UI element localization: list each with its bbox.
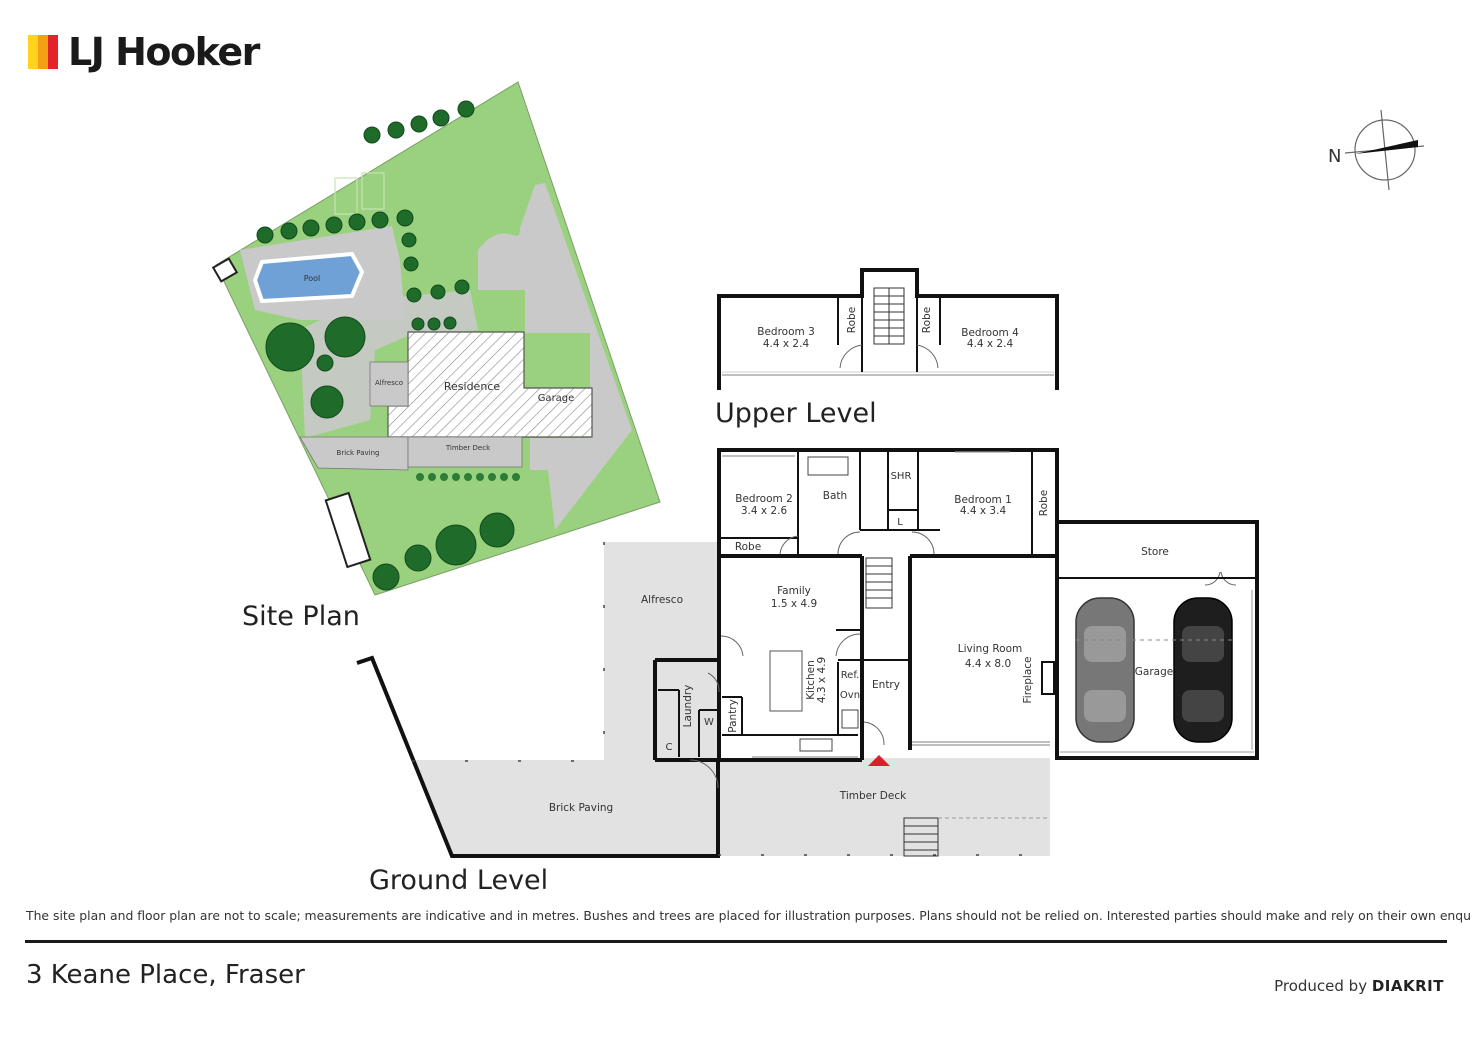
brand-logo: LJ Hooker xyxy=(28,30,260,74)
bath-label: Bath xyxy=(823,490,847,502)
brick-paving-area xyxy=(412,760,718,856)
timber-deck-label: Timber Deck xyxy=(839,790,907,802)
site-shrubs xyxy=(416,473,520,481)
interior-walls xyxy=(658,450,1033,757)
site-bed-1 xyxy=(334,177,358,215)
lj-hooker-bars-icon xyxy=(28,35,58,69)
property-address: 3 Keane Place, Fraser xyxy=(26,960,305,990)
kitchen-sink xyxy=(799,738,833,752)
site-bed-2 xyxy=(361,172,385,210)
family-name: Family xyxy=(777,585,811,597)
compass-icon: N xyxy=(1328,109,1425,191)
entry-label: Entry xyxy=(872,679,900,691)
producer-name: DIAKRIT xyxy=(1371,977,1444,995)
fireplace-label: Fireplace xyxy=(1022,657,1034,704)
w-label: W xyxy=(704,717,714,728)
ground-level: Alfresco Brick Paving Timber Deck xyxy=(356,448,1259,896)
site-plan: Pool Residence Garage Alfresco Brick Pav… xyxy=(211,81,661,632)
laundry-label: Laundry xyxy=(682,685,694,728)
site-brick-paving-label: Brick Paving xyxy=(337,449,380,457)
bath-tub xyxy=(807,456,849,476)
ground-stairs xyxy=(865,557,893,609)
site-residence-label: Residence xyxy=(444,380,500,393)
site-brick-paving xyxy=(299,436,409,471)
site-plan-title: Site Plan xyxy=(242,601,360,632)
ground-level-title: Ground Level xyxy=(369,865,548,896)
site-timber-deck-label: Timber Deck xyxy=(445,444,491,452)
site-alfresco xyxy=(369,361,409,407)
site-trees xyxy=(256,100,515,591)
produced-by-label: Produced by xyxy=(1274,977,1368,995)
site-timber-deck xyxy=(407,436,523,468)
car-black-icon xyxy=(1173,597,1233,743)
ref-label: Ref. xyxy=(841,670,860,681)
bedroom2-dims: 3.4 x 2.6 xyxy=(741,505,788,517)
shr-label: SHR xyxy=(891,471,912,482)
upper-stairs xyxy=(873,287,905,345)
site-alfresco-label: Alfresco xyxy=(375,379,403,387)
kitchen-name: Kitchen xyxy=(805,660,817,699)
bedroom2-name: Bedroom 2 xyxy=(735,493,793,505)
floor-plan-drawing: Pool Residence Garage Alfresco Brick Pav… xyxy=(211,81,1425,896)
brick-paving-label: Brick Paving xyxy=(549,802,613,814)
timber-deck-area xyxy=(718,758,1050,856)
bedroom1-name: Bedroom 1 xyxy=(954,494,1012,506)
pool xyxy=(252,251,365,304)
cooktop xyxy=(841,709,859,729)
upper-bedroom4-name: Bedroom 4 xyxy=(961,327,1019,339)
deck-steps xyxy=(903,817,939,857)
compass-north-label: N xyxy=(1328,146,1341,167)
upper-level-title: Upper Level xyxy=(715,398,877,429)
garage-label: Garage xyxy=(1135,666,1173,678)
c-label: C xyxy=(666,742,673,753)
upper-robe-right: Robe xyxy=(921,307,933,333)
produced-by: Produced by DIAKRIT xyxy=(1274,977,1444,995)
upper-bedroom3-name: Bedroom 3 xyxy=(757,326,815,338)
footer-divider xyxy=(25,940,1447,943)
entry-marker-icon xyxy=(868,755,890,766)
robe-bedroom1: Robe xyxy=(1038,490,1050,516)
upper-level: Bedroom 3 4.4 x 2.4 Bedroom 4 4.4 x 2.4 … xyxy=(715,268,1059,429)
upper-walls xyxy=(717,268,1059,390)
kitchen-dims: 4.3 x 4.9 xyxy=(816,657,828,703)
site-pool-label: Pool xyxy=(304,274,321,283)
ovn-label: Ovn xyxy=(840,690,860,701)
alfresco-label: Alfresco xyxy=(641,594,683,606)
store-label: Store xyxy=(1141,546,1169,558)
fireplace-box xyxy=(1041,661,1055,695)
brand-name: LJ Hooker xyxy=(68,30,260,74)
living-dims: 4.4 x 8.0 xyxy=(965,658,1011,670)
driveway xyxy=(478,183,632,530)
store-garage-walls xyxy=(1055,520,1259,760)
alfresco-area xyxy=(604,542,718,760)
disclaimer: The site plan and floor plan are not to … xyxy=(26,908,1472,923)
kitchen-island xyxy=(769,650,803,712)
l-label: L xyxy=(897,517,903,528)
upper-bedroom4-dims: 4.4 x 2.4 xyxy=(967,338,1014,350)
car-grey-icon xyxy=(1075,597,1135,743)
upper-bedroom3-dims: 4.4 x 2.4 xyxy=(763,338,810,350)
site-gazebo xyxy=(211,257,239,283)
site-shed xyxy=(324,491,372,569)
living-name: Living Room xyxy=(958,643,1022,655)
robe-ground: Robe xyxy=(735,541,761,553)
pantry-label: Pantry xyxy=(727,699,739,733)
bedroom1-dims: 4.4 x 3.4 xyxy=(960,505,1007,517)
family-dims: 1.5 x 4.9 xyxy=(771,598,817,610)
site-garage-label: Garage xyxy=(538,393,575,404)
upper-robe-left: Robe xyxy=(846,307,858,333)
